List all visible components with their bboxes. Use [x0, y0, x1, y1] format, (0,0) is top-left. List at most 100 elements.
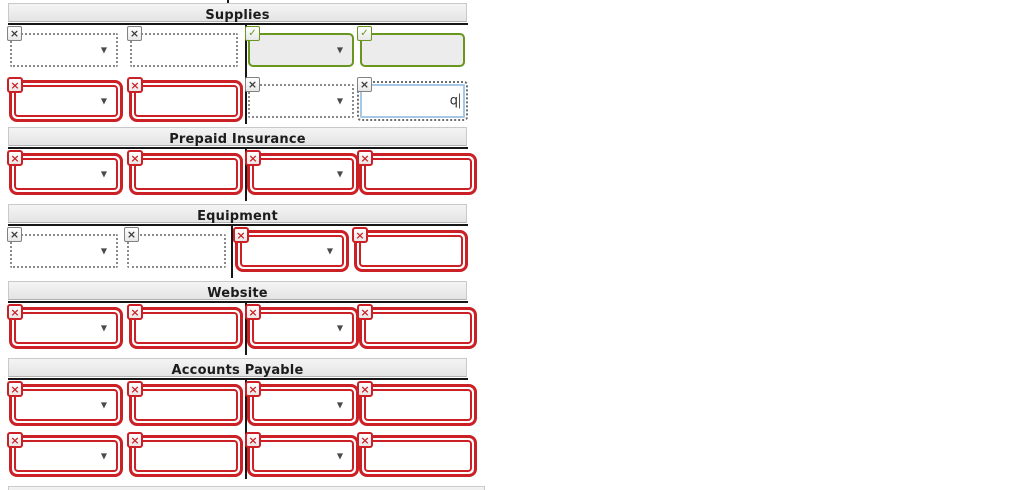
amount-input[interactable]: [364, 158, 472, 190]
amount-input[interactable]: [134, 158, 238, 190]
dropdown-arrow-icon: ▼: [100, 246, 107, 256]
entry-cell: ×: [127, 149, 243, 198]
error-ring: [359, 153, 477, 195]
amount-input[interactable]: [134, 440, 238, 472]
section-title: Prepaid Insurance: [169, 132, 306, 147]
t-account-section: Equipment×▼××▼×: [7, 204, 488, 281]
entry-row: ×▼× ✓ ▼ ✓: [7, 25, 480, 74]
entry-cell: ×▼: [7, 25, 118, 74]
dropdown-arrow-icon: ▼: [336, 96, 343, 106]
t-account-divider: [245, 303, 247, 355]
amount-input[interactable]: [134, 389, 238, 421]
amount-input[interactable]: [364, 312, 472, 344]
incorrect-x-icon: ×: [127, 432, 143, 448]
section-title: Website: [207, 286, 268, 301]
entry-cell: ✓: [357, 25, 465, 74]
account-select[interactable]: ▼: [10, 33, 118, 67]
section-header: Equipment: [8, 204, 467, 224]
incorrect-x-icon: ×: [352, 227, 368, 243]
account-select[interactable]: ▼: [252, 158, 354, 190]
entry-cell: ×: [127, 380, 243, 429]
dropdown-arrow-icon: ▼: [100, 45, 107, 55]
dropdown-arrow-icon: ▼: [336, 45, 343, 55]
account-select[interactable]: ▼: [252, 389, 354, 421]
amount-input[interactable]: [127, 234, 226, 268]
account-select[interactable]: ▼: [14, 158, 118, 190]
error-ring: ▼: [9, 80, 123, 122]
account-select[interactable]: ▼: [248, 33, 354, 67]
error-ring: [129, 384, 243, 426]
amount-input[interactable]: q: [357, 81, 468, 121]
section-header: Website: [8, 281, 467, 301]
entry-cell: ×▼: [233, 226, 349, 275]
amount-input[interactable]: [364, 440, 472, 472]
entry-row: ×▼××▼×: [7, 149, 480, 198]
t-account-top-line: [8, 147, 468, 149]
amount-input[interactable]: [130, 33, 238, 67]
entry-cell: ×▼: [7, 226, 118, 275]
section-header: Supplies: [8, 3, 467, 23]
entry-cell: ×: [127, 431, 243, 480]
incorrect-x-icon: ×: [357, 381, 373, 397]
dropdown-arrow-icon: ▼: [100, 169, 107, 179]
t-account-rows: ×▼××▼××▼××▼×: [7, 380, 480, 482]
account-select[interactable]: ▼: [252, 440, 354, 472]
incorrect-x-icon: ×: [245, 150, 261, 166]
clear-x-icon: ×: [357, 77, 372, 92]
account-select[interactable]: ▼: [14, 389, 118, 421]
error-ring: ▼: [247, 435, 359, 477]
error-ring: [359, 307, 477, 349]
amount-input[interactable]: [134, 85, 238, 117]
dropdown-arrow-icon: ▼: [336, 400, 343, 410]
incorrect-x-icon: ×: [245, 381, 261, 397]
account-select[interactable]: ▼: [248, 84, 354, 118]
incorrect-x-icon: ×: [357, 304, 373, 320]
entry-cell: ×▼: [245, 431, 359, 480]
error-ring: [129, 80, 243, 122]
account-select[interactable]: ▼: [14, 440, 118, 472]
dropdown-arrow-icon: ▼: [100, 96, 107, 106]
dropdown-arrow-icon: ▼: [336, 323, 343, 333]
entry-cell: ×: [127, 303, 243, 352]
entry-row: ×▼××▼×: [7, 303, 480, 352]
account-select[interactable]: ▼: [240, 235, 344, 267]
error-ring: [359, 435, 477, 477]
account-select[interactable]: ▼: [252, 312, 354, 344]
account-select[interactable]: ▼: [14, 85, 118, 117]
next-section-header-partial: [8, 486, 485, 490]
amount-input[interactable]: [134, 312, 238, 344]
t-account-top-line: [8, 378, 468, 380]
amount-input[interactable]: [360, 33, 465, 67]
entry-cell: ×: [357, 149, 477, 198]
section-title: Accounts Payable: [171, 363, 304, 378]
entry-cell: ×▼: [7, 303, 123, 352]
entry-cell: ×▼: [245, 303, 359, 352]
error-ring: ▼: [9, 435, 123, 477]
correct-check-icon: ✓: [245, 26, 260, 41]
entry-cell: ×: [127, 25, 238, 74]
t-account-divider: [245, 149, 247, 201]
t-account-top-line: [8, 301, 468, 303]
dropdown-arrow-icon: ▼: [100, 451, 107, 461]
entry-row: ×▼××▼×: [7, 226, 480, 275]
error-ring: ▼: [247, 307, 359, 349]
t-account-rows: ×▼×✓▼✓×▼××▼×q: [7, 25, 480, 127]
t-account-rows: ×▼××▼×: [7, 149, 480, 204]
incorrect-x-icon: ×: [127, 381, 143, 397]
dropdown-arrow-icon: ▼: [326, 246, 333, 256]
account-select[interactable]: ▼: [14, 312, 118, 344]
t-account-top-line: [8, 23, 468, 25]
entry-cell: ×: [357, 303, 477, 352]
amount-input[interactable]: [359, 235, 463, 267]
account-select[interactable]: ▼: [10, 234, 118, 268]
t-account-rows: ×▼××▼×: [7, 303, 480, 358]
t-account-top-line: [8, 224, 468, 226]
section-header: Accounts Payable: [8, 358, 467, 378]
entry-cell: ×▼: [245, 76, 354, 125]
incorrect-x-icon: ×: [245, 304, 261, 320]
entry-cell: ×▼: [7, 149, 123, 198]
prev-section-divider-remnant: [227, 0, 229, 3]
section-header: Prepaid Insurance: [8, 127, 467, 147]
amount-input[interactable]: [364, 389, 472, 421]
